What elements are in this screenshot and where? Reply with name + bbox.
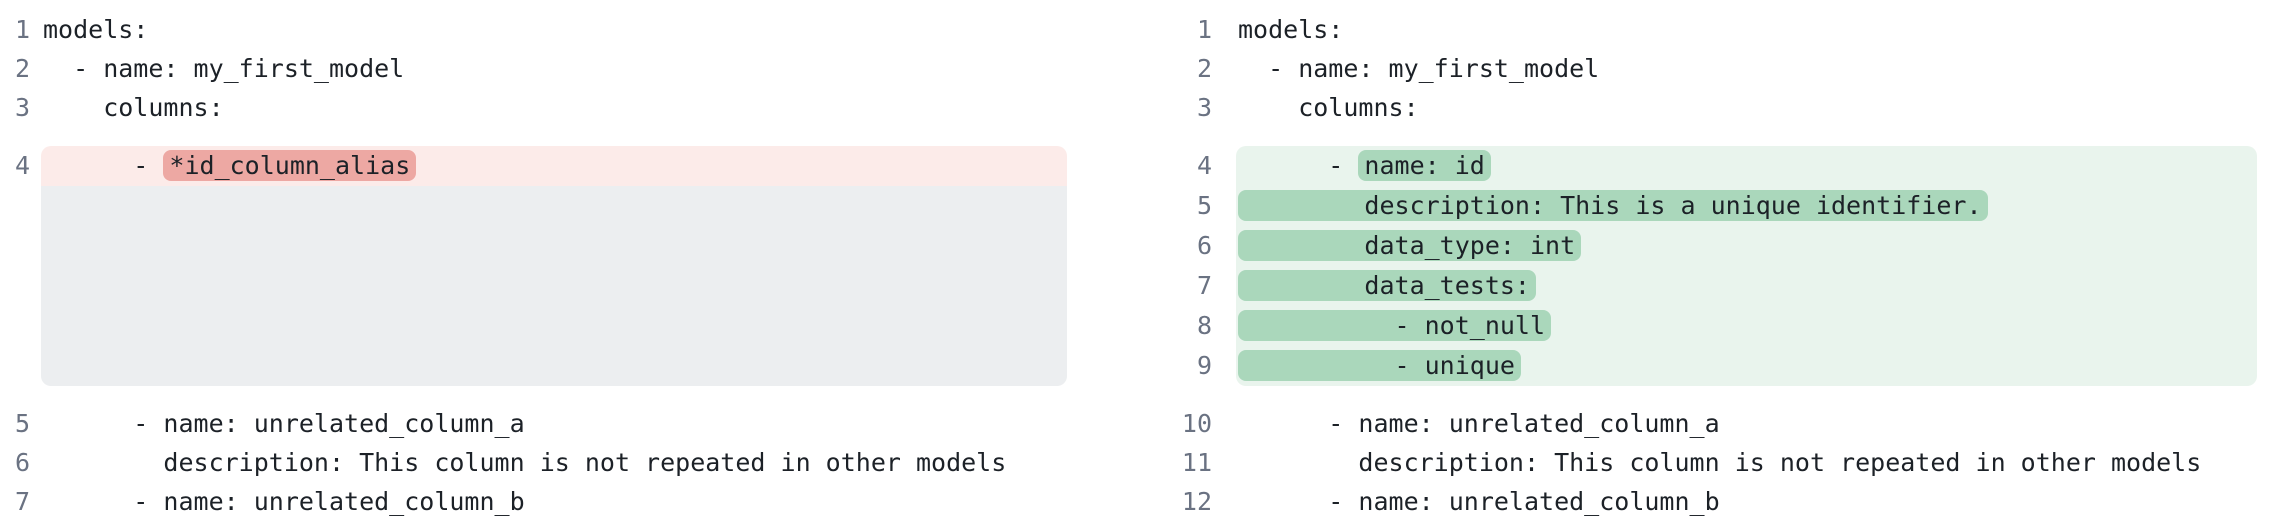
- line-number: 4: [1196, 151, 1212, 180]
- added-token-highlight: name: id: [1358, 150, 1491, 181]
- code-line: 1 models:: [1139, 10, 2278, 49]
- added-code-line: 9 - unique: [1197, 346, 2257, 386]
- line-number: 4: [14, 151, 30, 180]
- added-token-highlight: data_tests:: [1238, 270, 1536, 301]
- line-number: 7: [1196, 271, 1212, 300]
- code-prefix: -: [1238, 151, 1359, 180]
- line-number: 2: [1196, 54, 1212, 83]
- code-line: 2 - name: my_first_model: [1139, 49, 2278, 88]
- code-line-text: - unique: [1238, 346, 1521, 386]
- line-number: 3: [14, 93, 30, 122]
- added-token-highlight: - unique: [1238, 350, 1521, 381]
- line-number: 9: [1196, 351, 1212, 380]
- code-line-text: description: This column is not repeated…: [1238, 448, 2202, 477]
- code-line-text: - name: unrelated_column_a: [1238, 409, 1720, 438]
- right-code-block: 1 models: 2 - name: my_first_model 3 col…: [1139, 0, 2278, 521]
- code-line-text: - name: unrelated_column_b: [1238, 487, 1720, 516]
- added-code-line: 8 - not_null: [1197, 306, 2257, 346]
- line-number: 5: [14, 409, 30, 438]
- code-line-text: - *id_column_alias: [43, 146, 417, 186]
- line-number: 11: [1181, 448, 1212, 477]
- code-line-text: - name: my_first_model: [43, 54, 405, 83]
- added-code-line: 5 description: This is a unique identifi…: [1197, 186, 2257, 226]
- line-number: 1: [14, 15, 30, 44]
- code-line-text: - name: my_first_model: [1238, 54, 1600, 83]
- line-number: 3: [1196, 93, 1212, 122]
- line-number: 5: [1196, 191, 1212, 220]
- added-code-line: 6 data_type: int: [1197, 226, 2257, 266]
- added-change-block: 4 - name: id 5 description: This is a un…: [1197, 146, 2257, 386]
- line-number: 6: [14, 448, 30, 477]
- added-code-line: 7 data_tests:: [1197, 266, 2257, 306]
- added-token-highlight: data_type: int: [1238, 230, 1582, 261]
- code-line: 2 - name: my_first_model: [0, 49, 1139, 88]
- removed-token-highlight: *id_column_alias: [163, 150, 417, 181]
- code-prefix: -: [43, 151, 164, 180]
- code-line: 6 description: This column is not repeat…: [0, 443, 1139, 482]
- added-token-highlight: description: This is a unique identifier…: [1238, 190, 1988, 221]
- code-line-text: data_type: int: [1238, 226, 1582, 266]
- removed-code-line: 4 - *id_column_alias: [15, 146, 1067, 186]
- code-line: 10 - name: unrelated_column_a: [1139, 404, 2278, 443]
- line-number: 12: [1181, 487, 1212, 516]
- code-line: 3 columns:: [0, 88, 1139, 127]
- code-line: 11 description: This column is not repea…: [1139, 443, 2278, 482]
- code-line-text: - name: unrelated_column_a: [43, 409, 525, 438]
- line-number: 2: [14, 54, 30, 83]
- code-line-text: columns:: [1238, 93, 1419, 122]
- code-line: 7 - name: unrelated_column_b: [0, 482, 1139, 521]
- added-code-line: 4 - name: id: [1197, 146, 2257, 186]
- left-diff-pane: 1 models: 2 - name: my_first_model 3 col…: [0, 0, 1139, 521]
- line-number: 8: [1196, 311, 1212, 340]
- code-line-text: models:: [1238, 15, 1344, 44]
- left-code-block: 1 models: 2 - name: my_first_model 3 col…: [0, 0, 1139, 521]
- code-line-text: - name: id: [1238, 146, 1491, 186]
- code-line-text: models:: [43, 15, 149, 44]
- line-number: 10: [1181, 409, 1212, 438]
- line-number: 6: [1196, 231, 1212, 260]
- right-diff-pane: 1 models: 2 - name: my_first_model 3 col…: [1139, 0, 2278, 528]
- code-line-text: data_tests:: [1238, 266, 1536, 306]
- code-line-text: - not_null: [1238, 306, 1552, 346]
- code-line-text: description: This is a unique identifier…: [1238, 186, 1988, 226]
- removed-change-block: 4 - *id_column_alias: [15, 146, 1067, 386]
- code-line: 5 - name: unrelated_column_a: [0, 404, 1139, 443]
- code-line-text: - name: unrelated_column_b: [43, 487, 525, 516]
- code-line-text: description: This column is not repeated…: [43, 448, 1007, 477]
- added-token-highlight: - not_null: [1238, 310, 1552, 341]
- collapsed-empty-block: [41, 186, 1067, 386]
- code-line: 3 columns:: [1139, 88, 2278, 127]
- line-number: 1: [1196, 15, 1212, 44]
- code-line-text: columns:: [43, 93, 224, 122]
- code-line: 1 models:: [0, 10, 1139, 49]
- code-line: 12 - name: unrelated_column_b: [1139, 482, 2278, 521]
- line-number: 7: [14, 487, 30, 516]
